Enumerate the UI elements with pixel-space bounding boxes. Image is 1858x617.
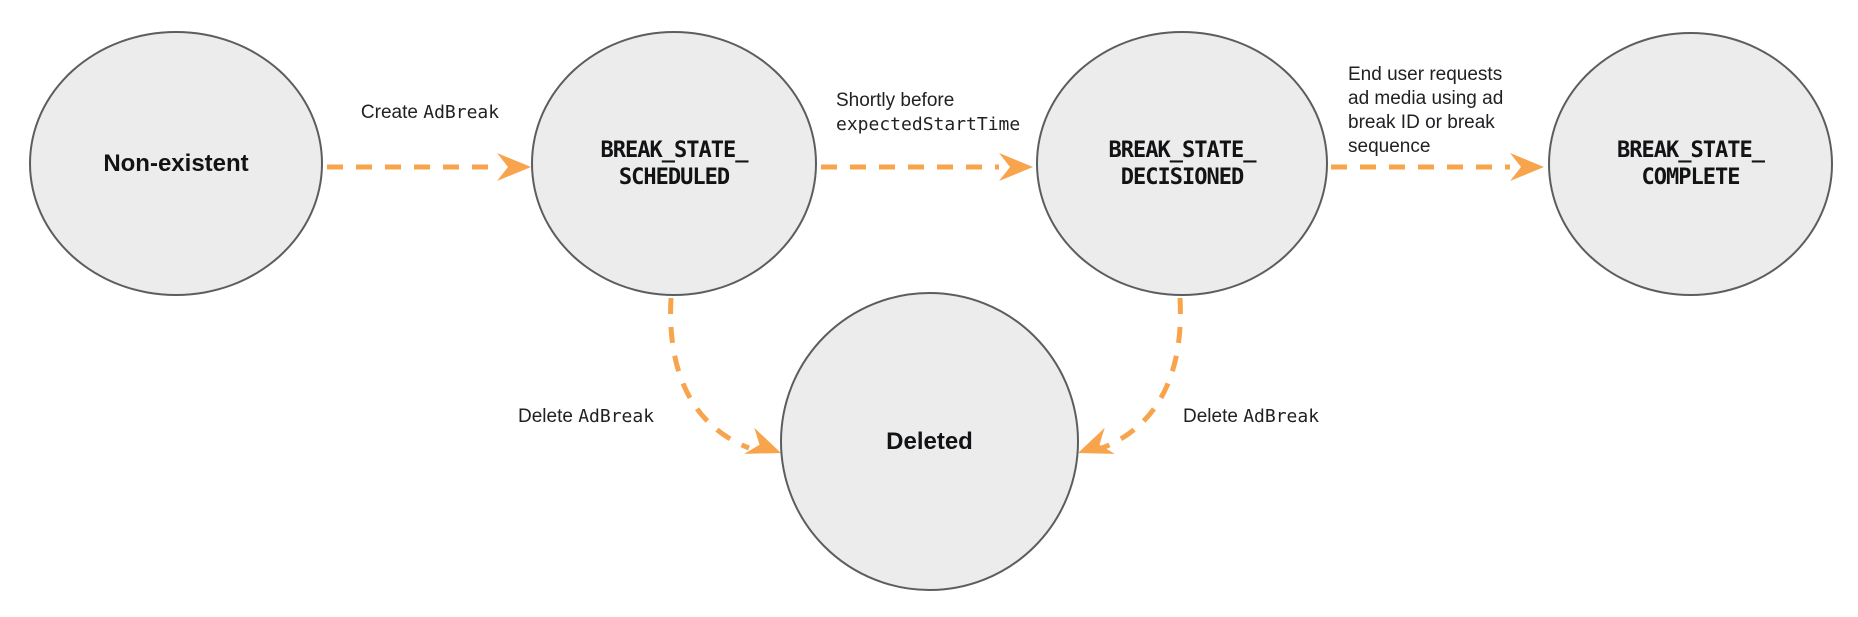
arrowhead-right-icon [1510,153,1544,181]
transition-arrow-delete-left [668,297,750,451]
transition-label-code: AdBreak [578,406,655,427]
transition-label-delete-adbreak-left: Delete AdBreak [518,405,654,429]
state-label-non-existent: Non-existent [103,149,249,177]
transition-label-text: Delete [1183,406,1244,427]
transition-arrow-delete-right [1101,297,1183,451]
state-circle-break-state-scheduled: BREAK_STATE_ SCHEDULED [531,31,817,296]
transition-label-text: Create [360,102,424,123]
arrowhead-right-icon [999,153,1033,181]
transition-label-code: AdBreak [423,102,500,123]
transition-label-text: Shortly before [836,90,955,111]
state-circle-deleted: Deleted [780,292,1079,591]
state-circle-non-existent: Non-existent [29,31,323,296]
transition-label-code: AdBreak [1243,406,1320,427]
transition-label-end-user-request: End user requests ad media using ad brea… [1348,39,1503,159]
transition-label-create-adbreak: Create AdBreak [361,101,499,125]
state-label-break-state-complete: BREAK_STATE_ COMPLETE [1617,138,1765,190]
state-circle-break-state-complete: BREAK_STATE_ COMPLETE [1548,32,1833,296]
transition-label-code: expectedStartTime [836,114,1021,135]
transition-label-delete-adbreak-right: Delete AdBreak [1183,405,1319,429]
transition-label-shortly-before: Shortly before expectedStartTime [836,89,1020,137]
arrowhead-down-right-icon [744,427,781,454]
arrowhead-down-left-icon [1078,427,1115,454]
transition-label-text: Delete [518,406,579,427]
state-label-break-state-scheduled: BREAK_STATE_ SCHEDULED [600,137,749,190]
state-circle-break-state-decisioned: BREAK_STATE_ DECISIONED [1036,31,1328,296]
state-label-deleted: Deleted [886,427,973,455]
state-label-break-state-decisioned: BREAK_STATE_ DECISIONED [1108,137,1257,190]
arrowhead-right-icon [497,153,531,181]
transition-label-text: End user requests ad media using ad brea… [1348,64,1504,157]
